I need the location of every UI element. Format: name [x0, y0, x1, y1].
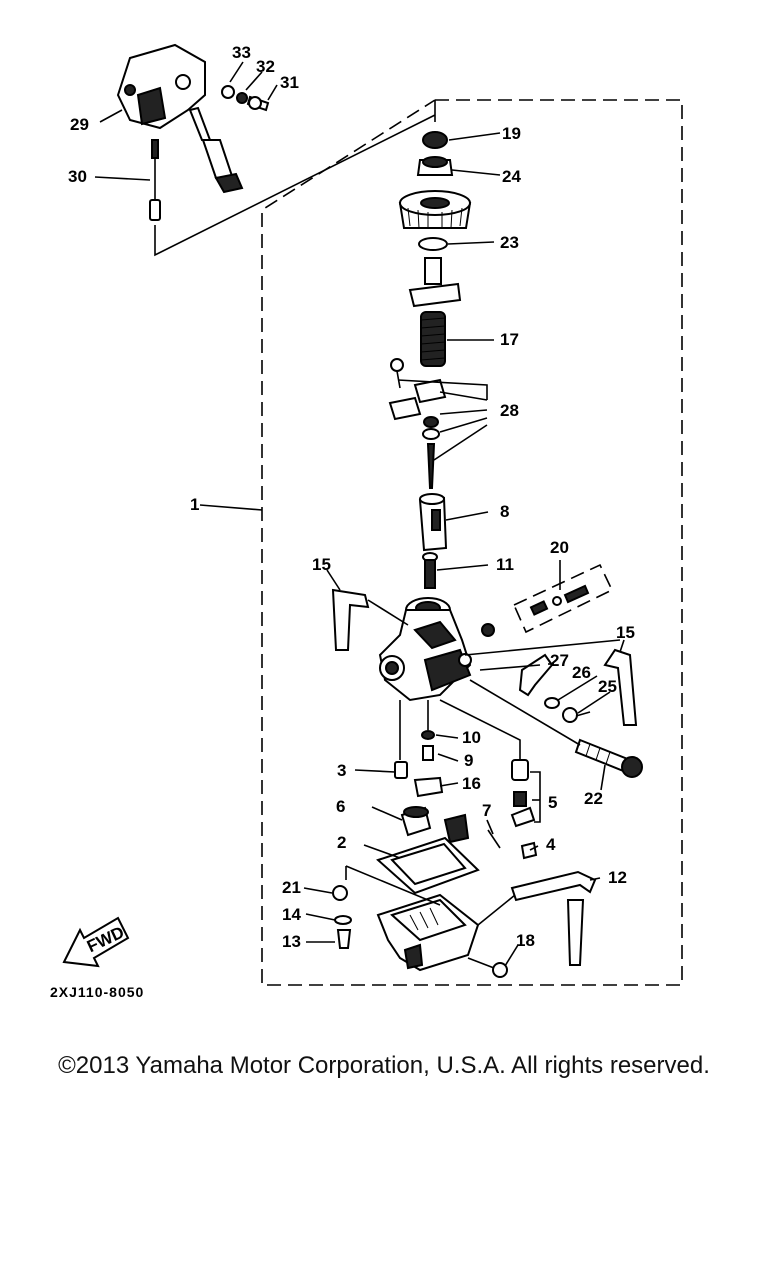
part-label-7: 7	[482, 801, 491, 820]
part-label-2: 2	[337, 833, 346, 852]
throttle-valve-part	[418, 493, 448, 552]
pilot-jet-part	[394, 761, 408, 779]
part-label-5: 5	[548, 793, 557, 812]
float-pin-part	[487, 829, 501, 849]
part-label-4: 4	[546, 835, 556, 854]
part-label-8: 8	[500, 502, 509, 521]
fwd-arrow-icon: FWD	[62, 916, 130, 968]
throttle-spring-part	[420, 311, 446, 367]
callout-labels: 1 2 3 4 5 6 7 8 9 10 11 12 13 14 15 15 1…	[68, 43, 635, 951]
starter-plunger-part	[469, 679, 643, 778]
diagram-code: 2XJ110-8050	[50, 984, 144, 1000]
vent-hose-left-part	[331, 588, 409, 651]
assembly-boundary	[261, 99, 683, 986]
valve-holder-part	[408, 257, 462, 308]
part-label-9: 9	[464, 751, 473, 770]
part-label-16: 16	[462, 774, 481, 793]
part-label-23: 23	[500, 233, 519, 252]
carburetor-exploded-diagram: FWD 1 2	[50, 43, 683, 1000]
part-label-18: 18	[516, 931, 535, 950]
part-label-24: 24	[502, 167, 521, 186]
part-label-22: 22	[584, 789, 603, 808]
part-label-15a: 15	[312, 555, 331, 574]
part-label-19: 19	[502, 124, 521, 143]
part-label-14: 14	[282, 905, 301, 924]
chamber-screw-part	[332, 865, 441, 949]
needle-jet-part	[422, 552, 438, 589]
part-label-25: 25	[598, 677, 617, 696]
main-jet-part	[422, 745, 434, 761]
chamber-drain-screw-part	[467, 957, 508, 978]
pilot-screw-set-part	[512, 560, 614, 634]
part-label-33: 33	[232, 43, 251, 62]
part-label-10: 10	[462, 728, 481, 747]
part-label-27: 27	[550, 651, 569, 670]
cable-route-line	[154, 100, 436, 257]
part-label-29: 29	[70, 115, 89, 134]
part-label-6: 6	[336, 797, 345, 816]
top-cap-part	[398, 190, 472, 229]
body-leader-lines	[399, 639, 621, 760]
overflow-hose-part	[477, 870, 597, 966]
throttle-stop-bracket-part	[518, 653, 591, 723]
needle-set-part	[388, 358, 488, 489]
part-label-15b: 15	[616, 623, 635, 642]
throttle-housing-part	[116, 43, 244, 194]
part-label-3: 3	[337, 761, 346, 780]
cable-guide-part	[416, 156, 454, 176]
carburetor-body	[378, 597, 495, 702]
part-label-12: 12	[608, 868, 627, 887]
callout-leaders	[94, 61, 625, 967]
housing-screw-washers	[221, 85, 270, 112]
float-valve-part	[510, 759, 541, 828]
float-pin-bracket-part	[413, 776, 444, 798]
part-label-32: 32	[256, 57, 275, 76]
vent-hose-right-part	[603, 648, 638, 726]
part-label-1: 1	[190, 495, 199, 514]
float-chamber-part	[376, 893, 480, 972]
part-label-17: 17	[500, 330, 519, 349]
part-label-21: 21	[282, 878, 301, 897]
copyright-notice: ©2013 Yamaha Motor Corporation, U.S.A. A…	[58, 1052, 710, 1079]
drain-screw-part	[520, 841, 538, 860]
cap-seal-part	[422, 131, 448, 149]
part-label-30: 30	[68, 167, 87, 186]
o-ring-part	[418, 237, 448, 251]
part-label-31: 31	[280, 73, 299, 92]
cable-adjuster-part	[149, 139, 161, 221]
float-part	[400, 806, 470, 844]
part-label-28: 28	[500, 401, 519, 420]
part-label-20: 20	[550, 538, 569, 557]
main-jet-washer-part	[421, 730, 435, 740]
float-chamber-gasket-part	[376, 836, 480, 895]
part-label-11: 11	[496, 555, 514, 574]
part-label-13: 13	[282, 932, 301, 951]
part-label-26: 26	[572, 663, 591, 682]
